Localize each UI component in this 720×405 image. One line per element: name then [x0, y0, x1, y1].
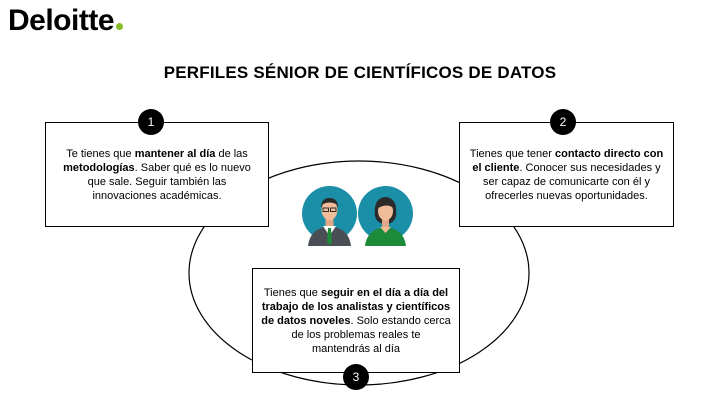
step-1-number-badge: 1	[138, 109, 164, 135]
step-1-text-part: Te tienes que	[66, 147, 135, 160]
step-1-text-bold: mantener al día	[134, 147, 216, 160]
man-avatar-icon	[302, 186, 357, 246]
step-1-box: Te tienes que mantener al día de las met…	[45, 122, 269, 227]
step-2-text-part: Tienes que tener	[469, 147, 555, 160]
logo-green-dot	[116, 23, 124, 30]
step-3-text-bold: seguir en el día a día del trabajo de lo…	[261, 286, 451, 327]
step-1-text-part: . Saber qué es lo nuevo que sale. Seguir…	[87, 161, 251, 202]
step-3-number-badge: 3	[343, 364, 369, 390]
step-3-text-part: Tienes que	[263, 286, 321, 299]
step-3-text: Tienes que seguir en el día a día del tr…	[261, 286, 451, 356]
step-1-text-bold: metodologías	[63, 161, 135, 174]
step-1-text: Te tienes que mantener al día de las met…	[54, 147, 260, 203]
page-title: PERFILES SÉNIOR DE CIENTÍFICOS DE DATOS	[163, 63, 557, 82]
step-2-box: Tienes que tener contacto directo con el…	[459, 122, 674, 227]
step-2-number-badge: 2	[550, 109, 576, 135]
woman-avatar-icon	[358, 186, 413, 246]
step-3-text-part: . Solo estando cerca de los problemas re…	[291, 314, 451, 355]
deloitte-logo: Deloitte	[8, 4, 124, 38]
step-3-box: Tienes que seguir en el día a día del tr…	[252, 268, 460, 373]
step-2-text-part: . Conocer sus necesidades y ser capaz de…	[483, 161, 661, 202]
step-2-text: Tienes que tener contacto directo con el…	[468, 147, 665, 203]
logo-text: Deloitte	[8, 4, 115, 37]
step-2-text-bold: contacto directo con el cliente	[472, 147, 664, 174]
step-1-text-part: de las	[215, 147, 248, 160]
